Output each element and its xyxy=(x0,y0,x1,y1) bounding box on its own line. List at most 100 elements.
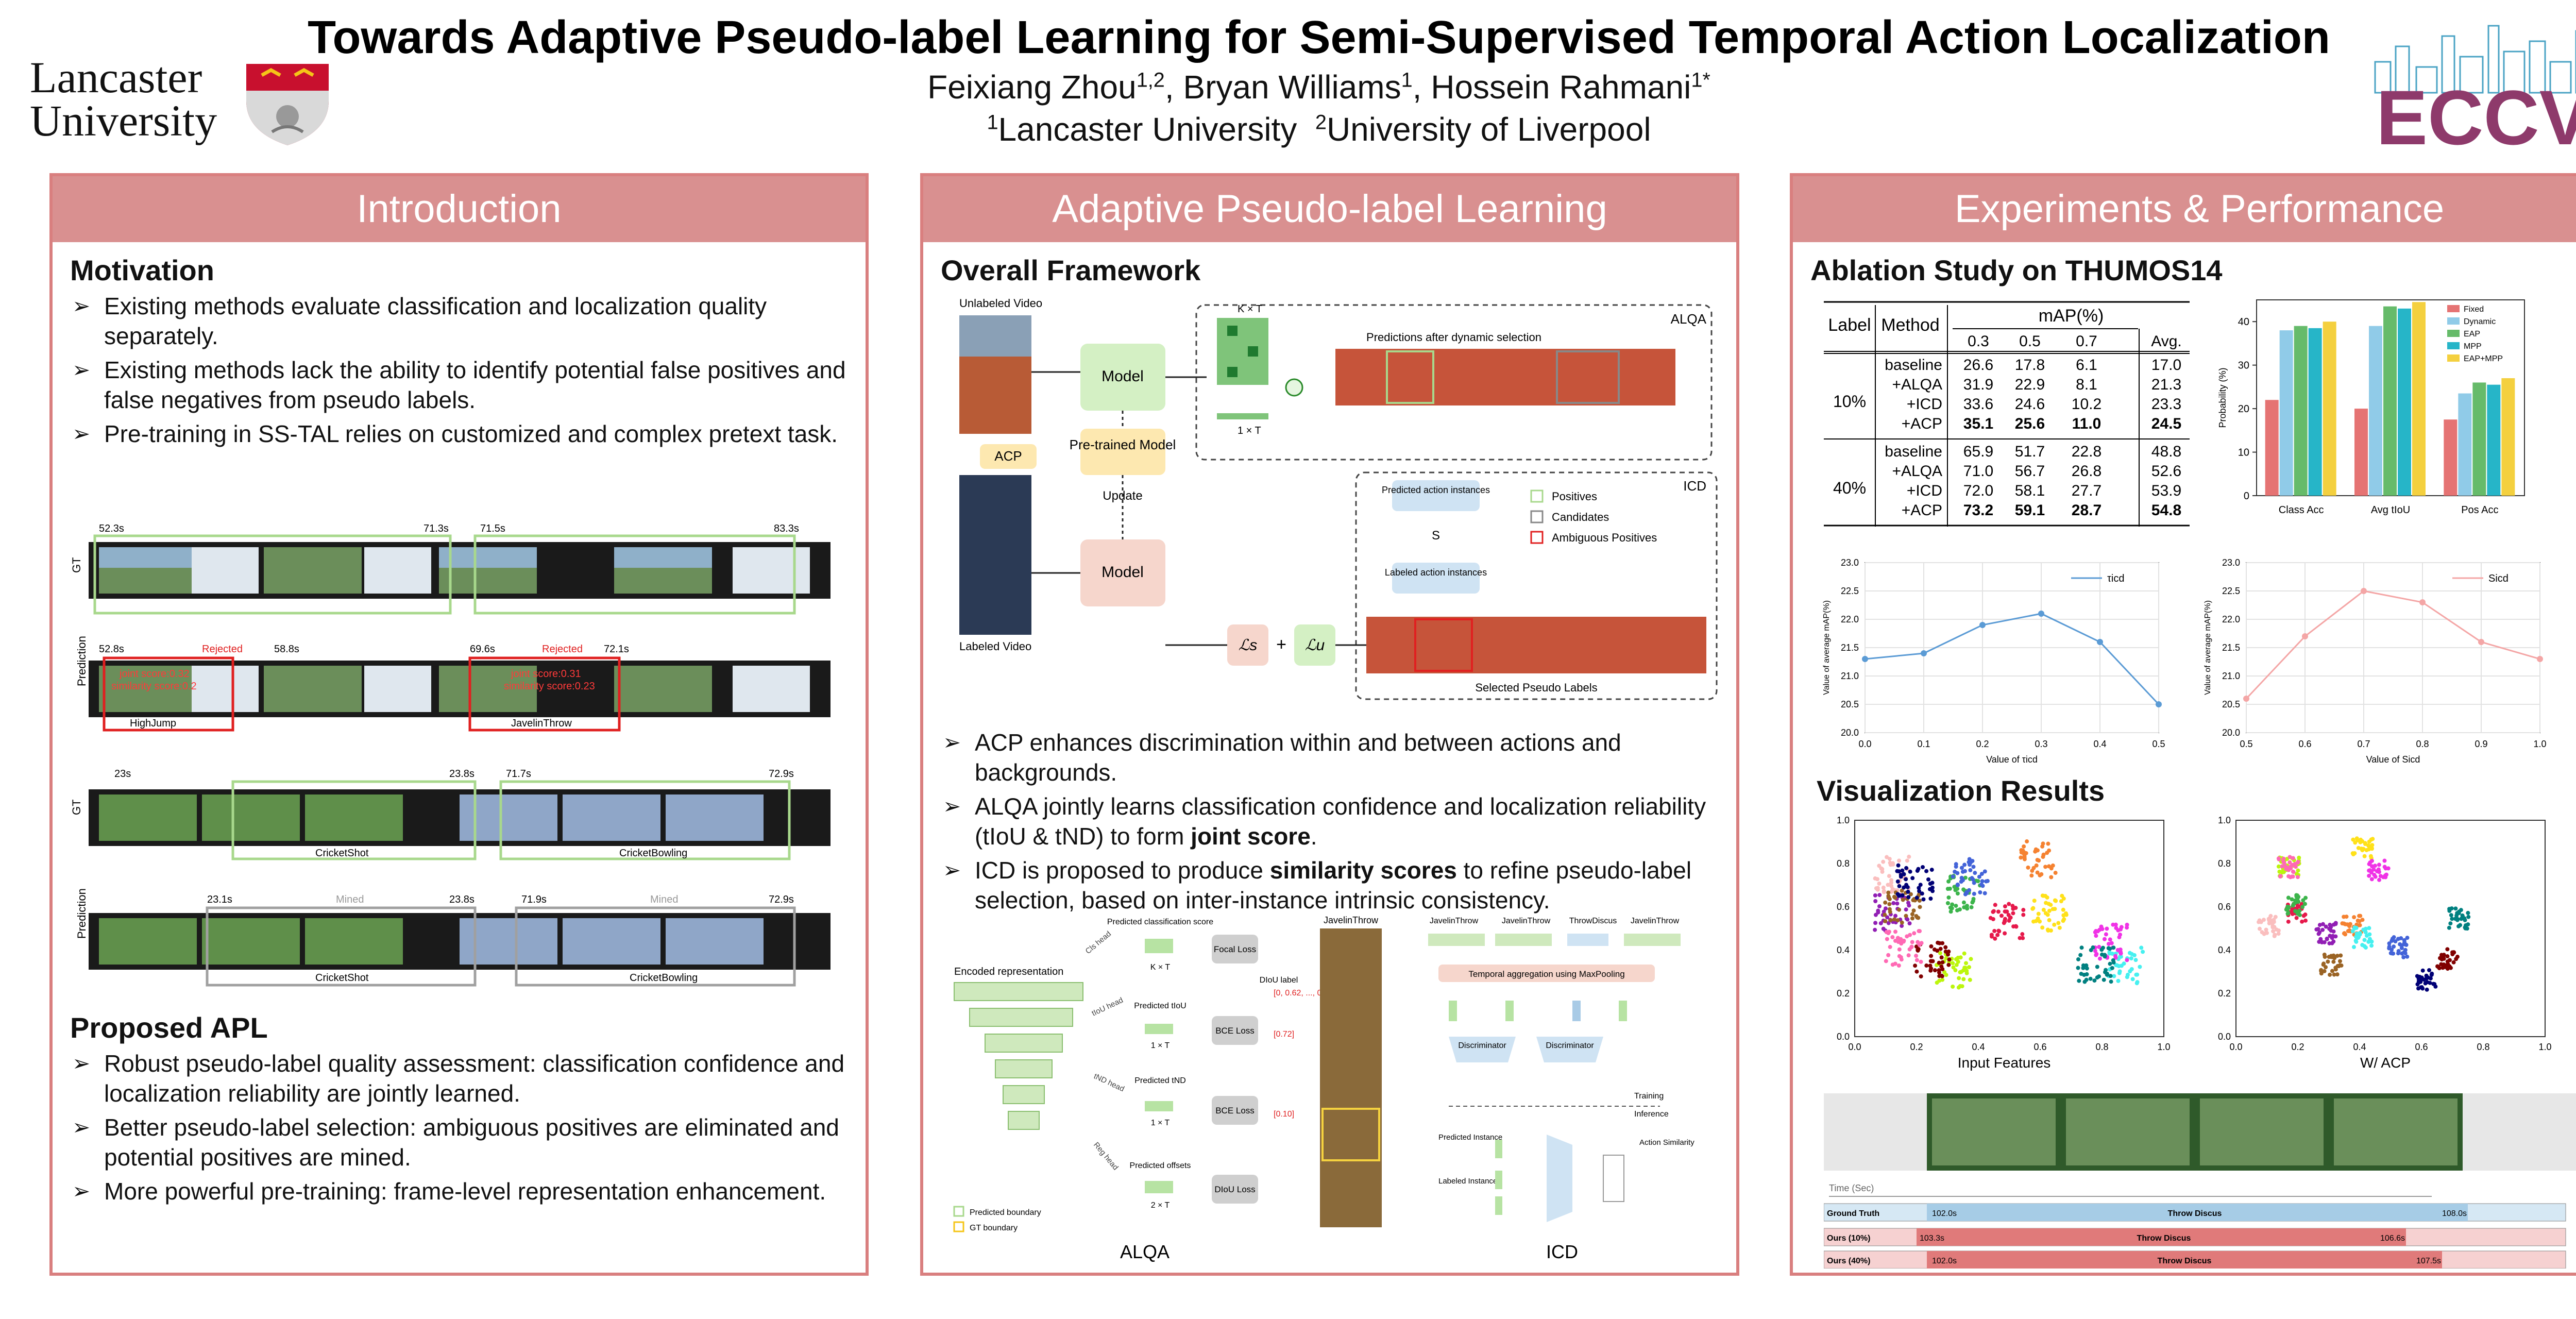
scatter-point xyxy=(2331,939,2336,944)
value-cell: 22.9 xyxy=(2015,376,2045,393)
scatter-point xyxy=(1877,893,1882,898)
scatter-point xyxy=(2100,945,2105,950)
scatter-point xyxy=(2448,958,2452,962)
label-ratio: 40% xyxy=(1833,479,1866,497)
scatter-point xyxy=(2291,870,2296,874)
scatter-point xyxy=(2035,858,2040,863)
value-cell: 22.8 xyxy=(2072,443,2102,460)
scatter-point xyxy=(1946,895,1951,900)
timeline-row-name: Ground Truth xyxy=(1827,1209,1879,1218)
legend-positives: Positives xyxy=(1552,490,1597,503)
scatter-point xyxy=(1971,865,1976,869)
scatter-point xyxy=(1892,917,1896,922)
scatter-point xyxy=(2317,923,2322,927)
scatter-point xyxy=(1967,965,1971,970)
scatter-point xyxy=(1951,984,1955,989)
value-cell: 28.7 xyxy=(2072,502,2102,519)
time-label: 52.3s xyxy=(99,523,124,534)
scatter-point xyxy=(2130,977,2135,982)
scatter-point xyxy=(2354,932,2359,936)
scatter-point xyxy=(2359,837,2363,842)
plus-sign: + xyxy=(1276,635,1286,654)
scatter-point xyxy=(2387,941,2392,946)
threshold-header: 0.5 xyxy=(2019,333,2041,350)
scatter-point xyxy=(1897,884,1902,888)
framework-diagram: Unlabeled Video ACP Labeled Video Model … xyxy=(959,297,1718,700)
scatter-point xyxy=(1924,869,1929,873)
scatter-point xyxy=(2056,921,2061,925)
scatter-point xyxy=(1896,869,1901,874)
scatter-point xyxy=(2111,960,2116,965)
scatter-point xyxy=(1957,907,1962,912)
scatter-point xyxy=(2456,911,2461,916)
scatter-point xyxy=(2319,939,2324,944)
scatter-point xyxy=(1890,935,1895,939)
similarity-label: Action Similarity xyxy=(1639,1138,1694,1147)
scatter-point xyxy=(1904,907,1908,912)
scatter-point xyxy=(1952,885,1957,889)
scatter-point xyxy=(2008,915,2013,920)
y-tick-label: 22.0 xyxy=(2222,614,2240,624)
scatter-point xyxy=(2033,919,2038,923)
scatter-point xyxy=(1969,957,1973,961)
scatter-point xyxy=(2108,961,2112,966)
scatter-point xyxy=(1880,870,1885,874)
value-cell: 53.9 xyxy=(2151,482,2181,499)
scatter-point xyxy=(1897,907,1902,912)
discriminator-label: Discriminator xyxy=(1546,1041,1594,1050)
scatter-point xyxy=(2367,937,2372,941)
x-tick-label: 0.6 xyxy=(2033,1042,2046,1052)
scatter-point xyxy=(1982,869,1987,874)
tsne-label: W/ ACP xyxy=(2360,1055,2411,1071)
x-tick-label: 0.0 xyxy=(1848,1042,1861,1052)
panel-heading: Introduction xyxy=(53,176,866,242)
scatter-point xyxy=(2316,927,2320,932)
value-cell: 59.1 xyxy=(2015,502,2045,519)
scatter-point xyxy=(2466,910,2470,915)
scatter-point xyxy=(1911,908,1916,913)
bar xyxy=(2354,409,2368,496)
scatter-point xyxy=(2050,907,2055,911)
scatter-point xyxy=(2399,936,2403,940)
scatter-point xyxy=(2387,946,2392,951)
y-tick-label: 23.0 xyxy=(2222,557,2240,568)
loss-label: BCE Loss xyxy=(1215,1026,1255,1036)
scatter-point xyxy=(2274,927,2279,932)
scatter-point xyxy=(2330,969,2334,973)
legend-swatch xyxy=(2447,317,2460,325)
list-item: ACP enhances discrimination within and b… xyxy=(941,728,1719,787)
motivation-list: Existing methods evaluate classification… xyxy=(70,291,848,449)
scatter-point xyxy=(2358,923,2362,927)
scatter-point xyxy=(2287,855,2292,859)
scatter-point xyxy=(2079,945,2084,950)
data-point xyxy=(2097,639,2103,645)
eccv-logo-text: ECCV xyxy=(2376,74,2576,149)
author-name: Bryan Williams xyxy=(1183,69,1401,106)
y-tick-label: 0.8 xyxy=(2218,858,2231,869)
scatter-point xyxy=(2276,856,2281,861)
x-tick-label: Avg tIoU xyxy=(2371,504,2410,516)
value-cell: 35.1 xyxy=(1963,415,1993,432)
scatter-point xyxy=(2416,980,2421,985)
scatter-point xyxy=(1899,874,1903,879)
icd-caption: ICD xyxy=(1546,1241,1578,1262)
affiliation: University of Liverpool xyxy=(1326,111,1651,148)
scatter-point xyxy=(1888,944,1892,949)
scatter-point xyxy=(2019,855,2023,860)
method-cell: +ALQA xyxy=(1892,463,1942,480)
scatter-point xyxy=(1977,874,1981,879)
mined-tag: Mined xyxy=(336,894,364,905)
value-cell: 33.6 xyxy=(1963,396,1993,413)
scatter-point xyxy=(2109,941,2114,945)
scatter-point xyxy=(2356,936,2361,940)
affil-mark: 1 xyxy=(987,111,998,134)
scatter-point xyxy=(2425,987,2429,992)
x-tick-label: 0.4 xyxy=(1972,1042,1985,1052)
scatter-point xyxy=(2295,860,2300,865)
dim-label: 2 × T xyxy=(1151,1201,1170,1210)
y-tick-label: 21.0 xyxy=(2222,671,2240,681)
value-cell: 51.7 xyxy=(2015,443,2045,460)
scatter-point xyxy=(2023,851,2027,855)
time-label: 83.3s xyxy=(774,523,799,534)
scatter-point xyxy=(2141,950,2145,954)
